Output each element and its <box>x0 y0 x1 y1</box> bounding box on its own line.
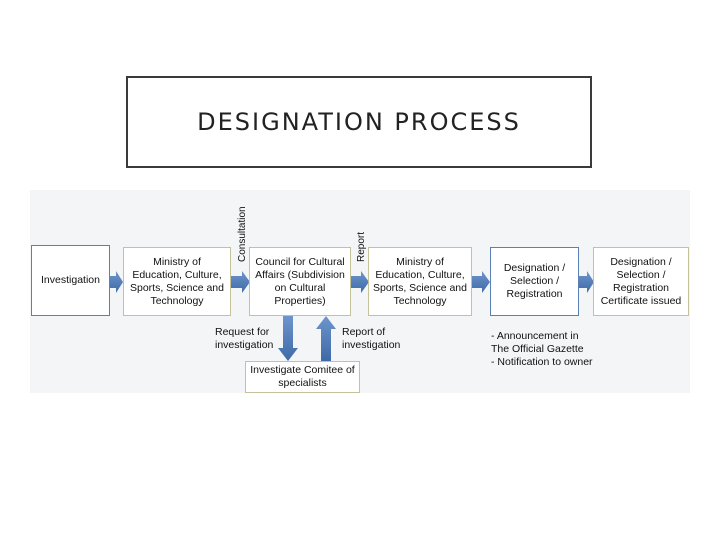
label-report: Report <box>356 231 367 262</box>
label-request-for-investigation: Request for investigation <box>215 326 274 351</box>
arrow-committee-to-council <box>316 316 336 361</box>
node-ministry-1-label: Ministry of Education, Culture, Sports, … <box>130 255 224 307</box>
arrow-designation-to-certificate <box>579 271 594 293</box>
arrow-investigation-to-ministry <box>109 271 123 293</box>
label-consultation: Consultation <box>237 206 248 262</box>
node-designation: Designation / Selection / Registration <box>490 247 579 316</box>
arrow-ministry-to-council <box>231 271 250 293</box>
node-ministry-2: Ministry of Education, Culture, Sports, … <box>368 247 472 316</box>
arrow-council-to-ministry <box>351 271 369 293</box>
arrow-ministry-to-designation <box>472 271 490 293</box>
node-certificate: Designation / Selection / Registration C… <box>593 247 689 316</box>
node-investigation: Investigation <box>31 245 110 316</box>
label-notification: - Notification to owner <box>491 356 593 368</box>
node-ministry-2-label: Ministry of Education, Culture, Sports, … <box>373 255 467 307</box>
slide-title: DESIGNATION PROCESS <box>197 108 521 136</box>
arrow-council-to-committee <box>278 316 298 361</box>
title-box: DESIGNATION PROCESS <box>126 76 592 168</box>
label-announcement: - Announcement in The Official Gazette <box>491 330 584 355</box>
label-report-of-investigation: Report of investigation <box>342 326 401 351</box>
node-certificate-label: Designation / Selection / Registration C… <box>600 255 682 307</box>
node-council-label: Council for Cultural Affairs (Subdivisio… <box>255 255 345 307</box>
node-ministry-1: Ministry of Education, Culture, Sports, … <box>123 247 231 316</box>
node-committee-label: Investigate Comitee of specialists <box>250 364 355 389</box>
node-council: Council for Cultural Affairs (Subdivisio… <box>249 247 351 316</box>
node-committee: Investigate Comitee of specialists <box>245 361 360 393</box>
node-designation-label: Designation / Selection / Registration <box>503 262 566 300</box>
node-investigation-label: Investigation <box>41 274 100 286</box>
